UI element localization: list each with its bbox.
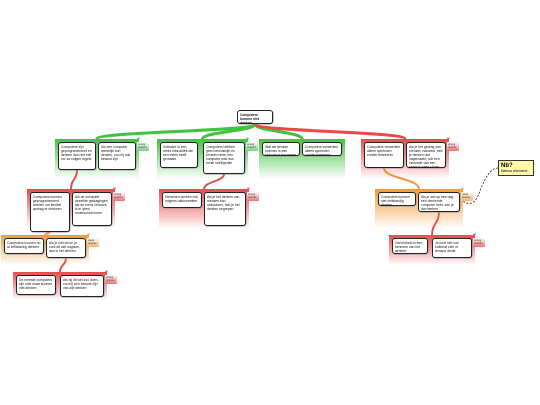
connector-line [201,122,257,141]
claim-node-l2[interactable]: Computers kunnen geprogrammeerd worden o… [30,192,70,232]
strength-tag: strong oppose [473,238,485,247]
drag-handle-icon[interactable]: •• [246,136,249,142]
strength-tag: weak oppose [87,238,99,247]
drag-handle-icon[interactable]: •• [105,269,108,275]
claim-node-l4[interactable]: De meeste computers zijn snel maar kunne… [16,275,56,295]
claim-node-l2[interactable]: Als je het denken van mensen kan naboots… [204,192,246,226]
claim-node-l1[interactable]: Wat we denken noemen is een biologisch f… [262,142,300,156]
strength-tag: strong oppose [247,192,259,201]
claim-node-l1[interactable]: Computers hebben geen bewustzijn en erva… [203,142,245,174]
note-connector [461,167,499,204]
note-title: Nb? [501,163,513,169]
claim-node-l4[interactable]: Als hij dit wel zou doen, zou hij zich b… [60,275,104,297]
drag-handle-icon[interactable]: •• [447,136,450,142]
claim-node-l2[interactable]: Als je wel op een dag een denkende compu… [418,192,460,212]
root-claim-node[interactable]: Computers kunnen niet denken [237,110,273,124]
claim-node-l2[interactable]: Als de computer dezelfde gedragingen als… [72,192,112,226]
drag-handle-icon[interactable]: •• [113,186,116,192]
drag-handle-icon[interactable]: •• [473,232,476,238]
claim-node-l3[interactable]: Je kunt niet van buitenaf zien of iemand… [432,238,472,258]
claim-node-l1[interactable]: Als een computer werkelijk kon denken, z… [98,142,136,170]
claim-node-l2[interactable]: Computers kunnen niet zelfstandig denken [378,192,416,206]
claim-node-l3[interactable]: Gerichtheid is een kenmerk van het denke… [392,238,428,254]
claim-node-l3[interactable]: Als je niet wil en je kunt dit niet naga… [46,238,86,258]
note-text: Nieuw element [501,168,528,173]
claim-node-l1[interactable]: Computers verwerken alleen symbolen zond… [302,142,342,156]
connector-line [253,122,407,141]
sticky-note[interactable]: Nb? Nieuw element [498,160,534,176]
strength-tag: strong oppose [113,192,125,201]
claim-node-l1[interactable]: Software is een reeks instructies die ee… [160,142,198,168]
connector-line [44,231,51,236]
claim-node-l1[interactable]: Computers zijn geprogrammeerd en denken … [58,142,96,170]
drag-handle-icon[interactable]: •• [461,186,464,192]
drag-handle-icon[interactable]: •• [247,186,250,192]
claim-node-l1[interactable]: Als je het gedrag van mensen nabootst, h… [406,142,446,168]
connector-line [95,122,257,141]
claim-node-l2[interactable]: Hersenen werken ook volgens natuurwetten [162,192,202,208]
drag-handle-icon[interactable]: •• [87,232,90,238]
strength-tag: strong support [137,142,149,151]
strength-tag: strong support [246,142,258,151]
strength-tag: weak oppose [461,192,473,201]
strength-tag: strong oppose [105,275,117,284]
drag-handle-icon[interactable]: •• [137,136,140,142]
claim-node-l1[interactable]: Computers verwerken alleen symbolen zond… [364,142,404,168]
claim-node-l3[interactable]: Computers kunnen nu al zelfstandig denke… [4,238,44,254]
strength-tag: strong oppose [447,142,459,151]
